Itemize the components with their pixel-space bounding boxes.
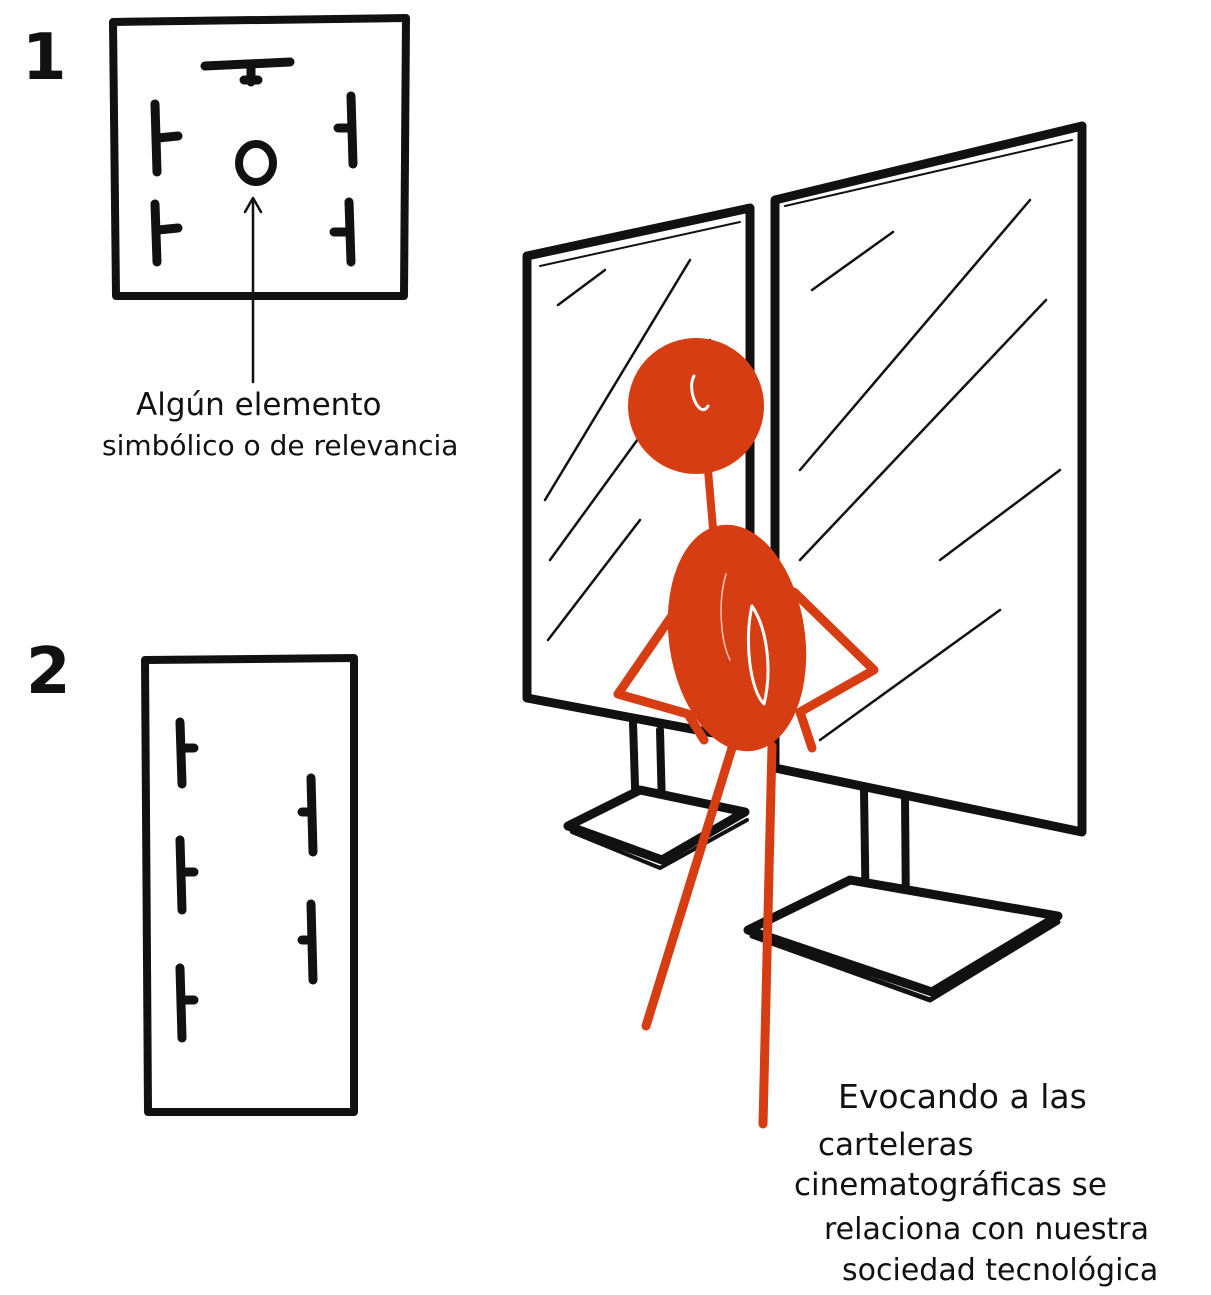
panel-2-left-element-1 [180,722,194,784]
panel-2-right-element-1 [302,778,313,852]
panel-1-annotation-line-2: simbólico o de relevancia [102,432,458,460]
panel-1-left-element-lower [155,204,178,262]
front-monitor [748,126,1082,1000]
caption-line-4: relaciona con nuestra [824,1215,1149,1245]
panel-2-left-element-3 [180,968,194,1038]
caption-line-2: carteleras [818,1130,974,1161]
panel-2-left-element-2 [180,840,194,910]
panel-2-right-element-2 [302,904,313,980]
panel-1-center-circle [239,144,273,182]
panel-1-top-element [205,62,290,82]
caption-line-1: Evocando a las [838,1080,1087,1113]
caption-line-3: cinematográficas se [794,1170,1107,1201]
panel-1-right-element-lower [334,202,351,262]
figure-right-leg [763,746,772,1124]
panel-1-right-element-upper [338,96,353,164]
panel-1-arrow [245,198,261,382]
panel-1-left-element-upper [155,104,178,172]
caption-line-5: sociedad tecnológica [842,1256,1158,1286]
panel-1-annotation-line-1: Algún elemento [136,390,381,421]
